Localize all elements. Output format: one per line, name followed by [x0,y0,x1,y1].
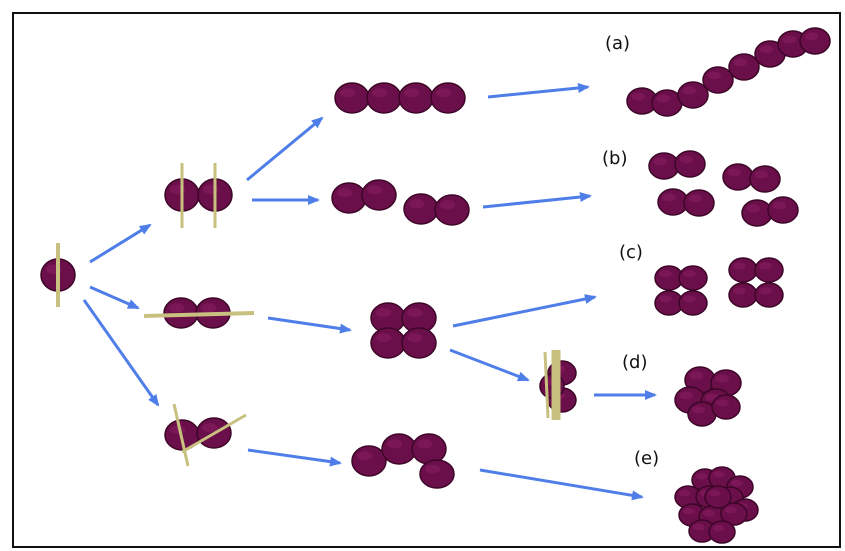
division-planes-layer [56,163,561,467]
cell-tetrad-4 [401,327,437,359]
division-plane-dpair-2 [181,413,247,454]
cell-b-3 [657,188,689,216]
cell-b-1 [648,152,680,180]
cell-a-2 [651,89,683,117]
cell-a-1 [626,87,658,115]
division-plane-dpair-1 [172,403,190,467]
cell-pairs-3 [403,193,439,225]
arrow-diagonal-to-curve [247,448,342,467]
arrow-single-to-diagonal-pair [82,299,160,407]
cell-e-10 [720,502,748,526]
cell-b-6 [749,165,781,193]
arrow-single-to-horizontal-pair [89,285,140,310]
cell-b-8 [767,196,799,224]
cell-c-8 [754,282,784,308]
cell-pairs-4 [434,194,470,226]
cell-c-6 [754,257,784,283]
cell-curve-2 [381,433,417,465]
arrow-pair-to-tetrad [267,316,352,334]
arrow-tetrad-to-cube [449,348,530,382]
cell-chain-4 [430,82,466,114]
cells-layer [40,27,831,544]
arrow-chain-to-a [487,83,590,99]
cell-c-5 [728,257,758,283]
cell-chain-3 [398,82,434,114]
cell-b-4 [683,189,715,217]
cell-a-4 [702,66,734,94]
cell-b-2 [674,150,706,178]
cell-c-7 [728,282,758,308]
cell-curve-4 [419,459,455,489]
cell-b-7 [741,199,773,227]
division-plane-cube-b [543,351,550,419]
cell-chain-2 [366,82,402,114]
arrow-single-to-diplo [89,223,152,264]
cell-curve-1 [351,445,387,477]
cell-tetrad-3 [370,327,406,359]
arrows [82,83,657,501]
arrow-tetrad-to-c [452,294,597,328]
cell-chain-1 [334,82,370,114]
cell-a-5 [728,53,760,81]
cell-a-8 [799,27,831,55]
cell-curve-3 [411,433,447,465]
arrow-pairs-to-b [482,192,592,209]
cell-e-12 [708,520,736,544]
cell-c-4 [678,290,708,316]
cell-e-13 [704,485,732,509]
division-plane-hpair [143,311,255,318]
cell-tetrad-2 [401,302,437,334]
label-c: (c) [619,242,643,263]
label-b: (b) [602,148,627,169]
arrow-curve-to-e [479,468,644,501]
cell-c-2 [678,265,708,291]
cell-pairs-1 [331,182,367,214]
label-d: (d) [622,352,647,373]
cell-e-11 [688,519,716,543]
cell-d-6 [711,394,741,420]
cell-a-3 [677,81,709,109]
label-a: (a) [605,33,630,54]
arrow-diplo-to-chain [246,116,324,182]
cell-b-5 [722,163,754,191]
cell-pairs-2 [361,179,397,211]
label-e: (e) [634,448,659,469]
